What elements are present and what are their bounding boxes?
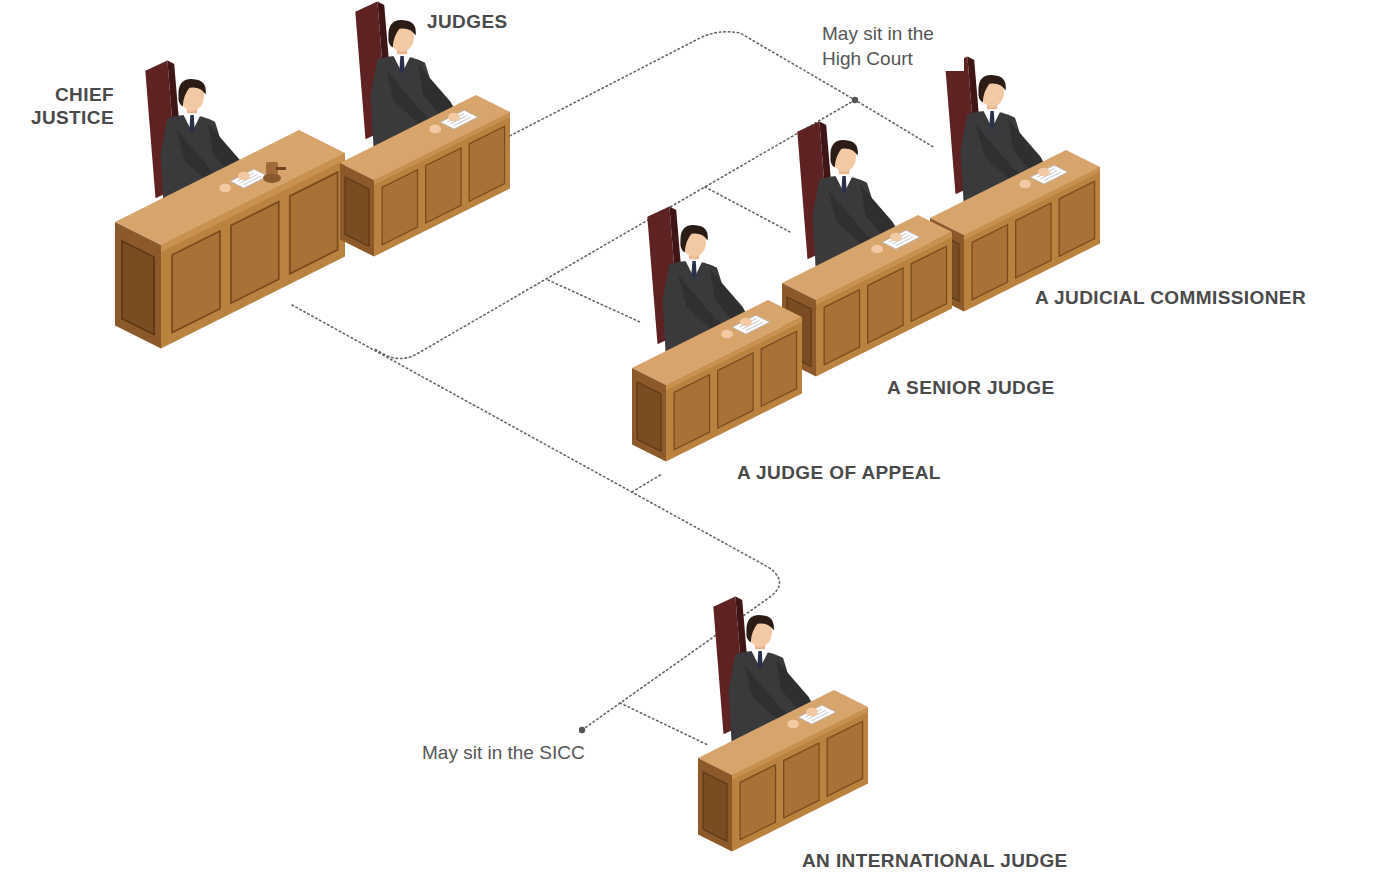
role-title: A JUDGE OF APPEAL <box>735 462 943 485</box>
judge-figure <box>930 56 1100 311</box>
role-title: A SENIOR JUDGE <box>885 377 1056 400</box>
court-note: May sit in the High Court <box>820 22 964 71</box>
judge-label: CHIEF JUSTICE <box>16 84 116 130</box>
judge-figure <box>632 207 802 462</box>
role-title: A JUDICIAL COMMISSIONER <box>1033 287 1308 310</box>
chief-justice-figure <box>115 60 345 348</box>
role-title: CHIEF JUSTICE <box>16 84 116 130</box>
court-note: May sit in the SICC <box>420 741 587 766</box>
callout-dot <box>852 97 858 103</box>
role-title: AN INTERNATIONAL JUDGE <box>800 850 1070 873</box>
judge-figure <box>782 121 952 376</box>
judge-label: JUDGES <box>425 11 510 34</box>
judge-figure <box>340 1 510 256</box>
callout-dot <box>579 727 585 733</box>
judge-figure <box>698 597 868 852</box>
judge-label: A JUDICIAL COMMISSIONER <box>1033 287 1308 310</box>
judge-label: A SENIOR JUDGE <box>885 377 1056 400</box>
judge-label: AN INTERNATIONAL JUDGE <box>800 850 1070 873</box>
role-title: JUDGES <box>425 11 510 34</box>
judge-label: A JUDGE OF APPEAL <box>735 462 943 485</box>
